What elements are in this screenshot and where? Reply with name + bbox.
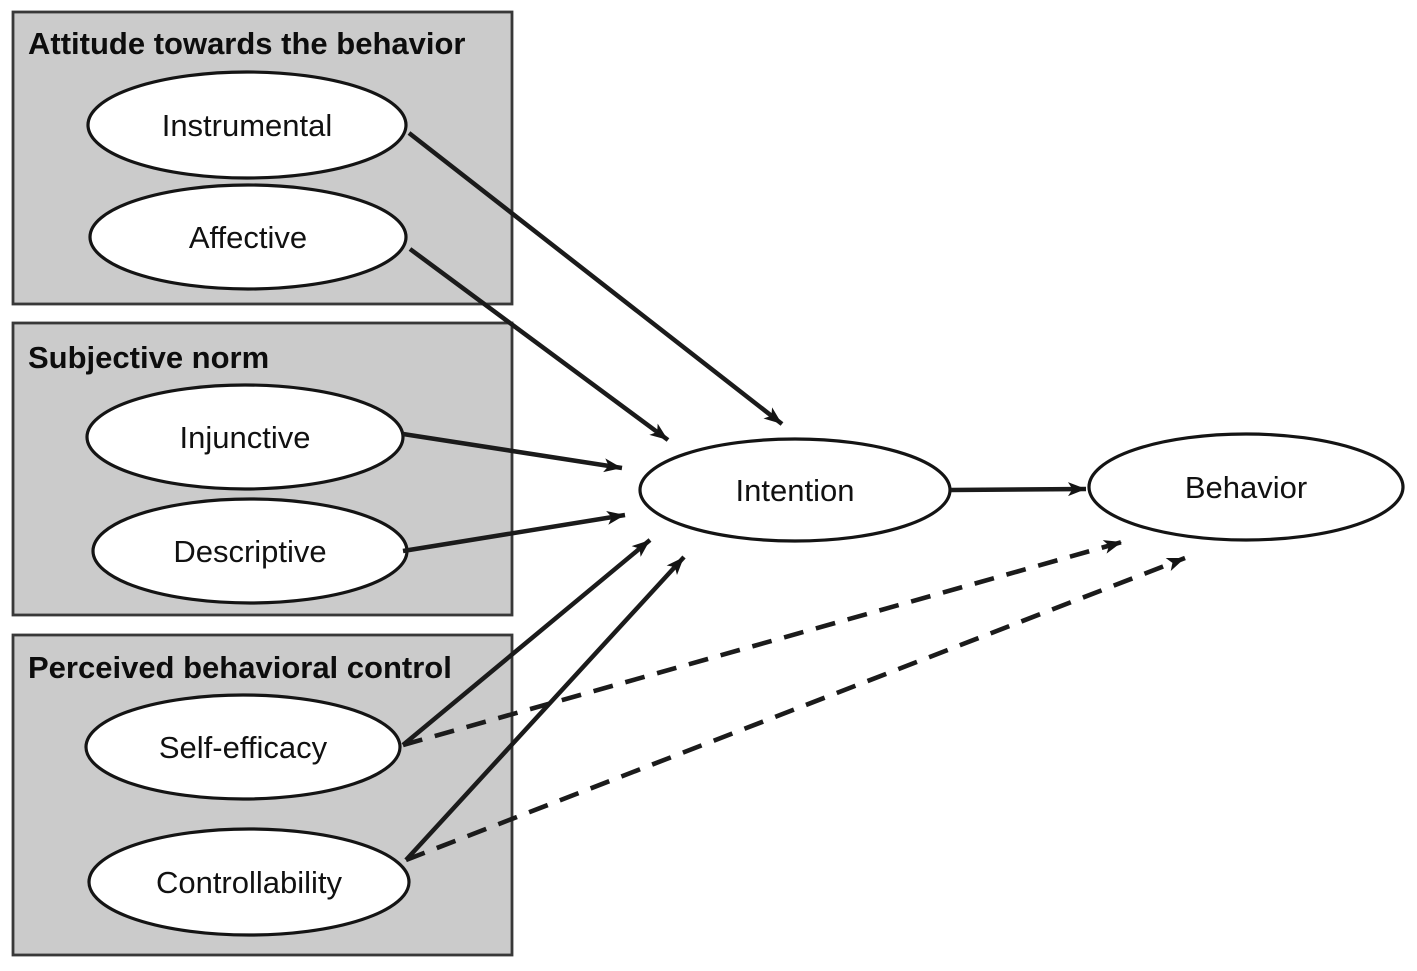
edge-descriptive-intention [402,510,626,554]
node-self-efficacy-label: Self-efficacy [159,730,328,765]
edge-intention-behavior [950,482,1087,497]
node-intention-group: Intention [638,437,952,543]
node-instrumental [86,70,408,180]
group-subjective-norm-title: Subjective norm [28,340,269,375]
node-descriptive-label: Descriptive [173,534,326,569]
node-injunctive [85,383,405,491]
edge-controllability-behavior-dashed [405,555,1186,863]
group-attitude-title: Attitude towards the behavior [28,26,465,61]
node-behavior-group: Behavior [1087,432,1405,542]
edge-affective-intention [408,247,670,442]
node-instrumental-label: Instrumental [162,108,333,143]
node-controllability-label: Controllability [156,865,343,900]
edge-self-efficacy-intention [401,538,652,747]
group-pbc-title: Perceived behavioral control [28,650,452,685]
edge-self-efficacy-behavior-dashed [402,539,1123,748]
node-injunctive-label: Injunctive [180,420,311,455]
group-pbc: Perceived behavioral control Self-effica… [11,633,514,957]
node-affective-label: Affective [189,220,307,255]
group-subjective-norm: Subjective norm Injunctive Descriptive [11,321,514,617]
node-controllability [87,827,411,937]
node-self-efficacy [84,693,402,801]
node-behavior [1087,432,1405,542]
node-behavior-label: Behavior [1185,470,1307,505]
node-affective [88,183,408,291]
group-attitude: Attitude towards the behavior Instrument… [11,10,514,306]
edge-injunctive-intention [402,431,623,473]
edge-instrumental-intention [407,131,784,426]
edge-controllability-intention [404,555,686,862]
node-intention [638,437,952,543]
node-intention-label: Intention [736,473,855,508]
